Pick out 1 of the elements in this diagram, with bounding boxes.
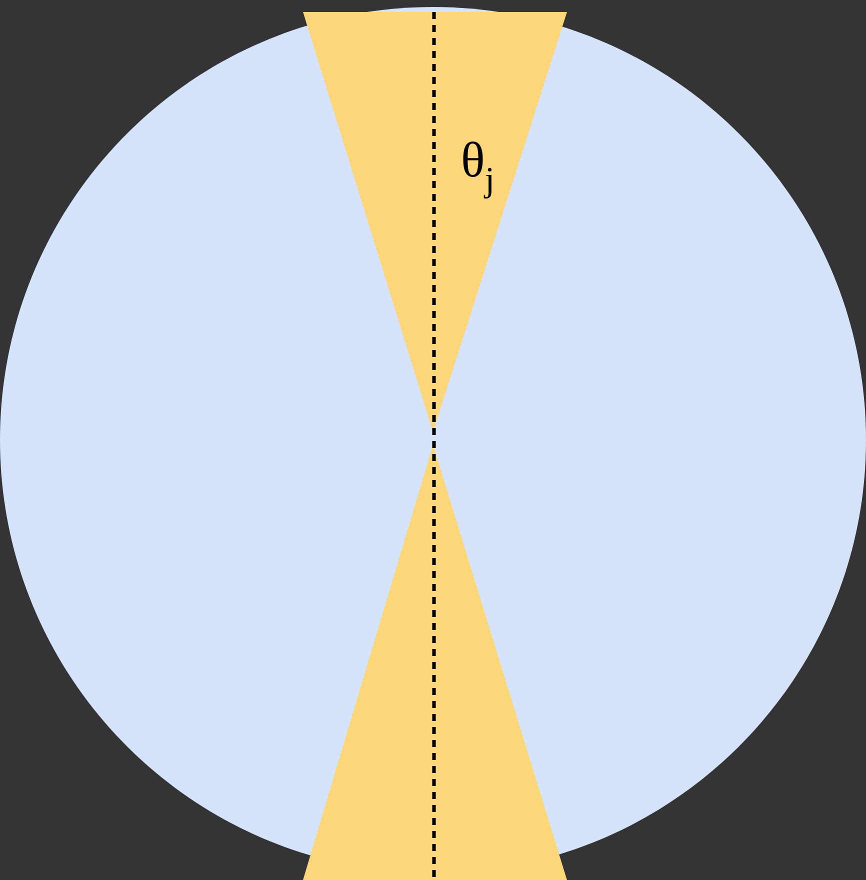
angle-label: θ$_{j}$ — [463, 142, 492, 198]
